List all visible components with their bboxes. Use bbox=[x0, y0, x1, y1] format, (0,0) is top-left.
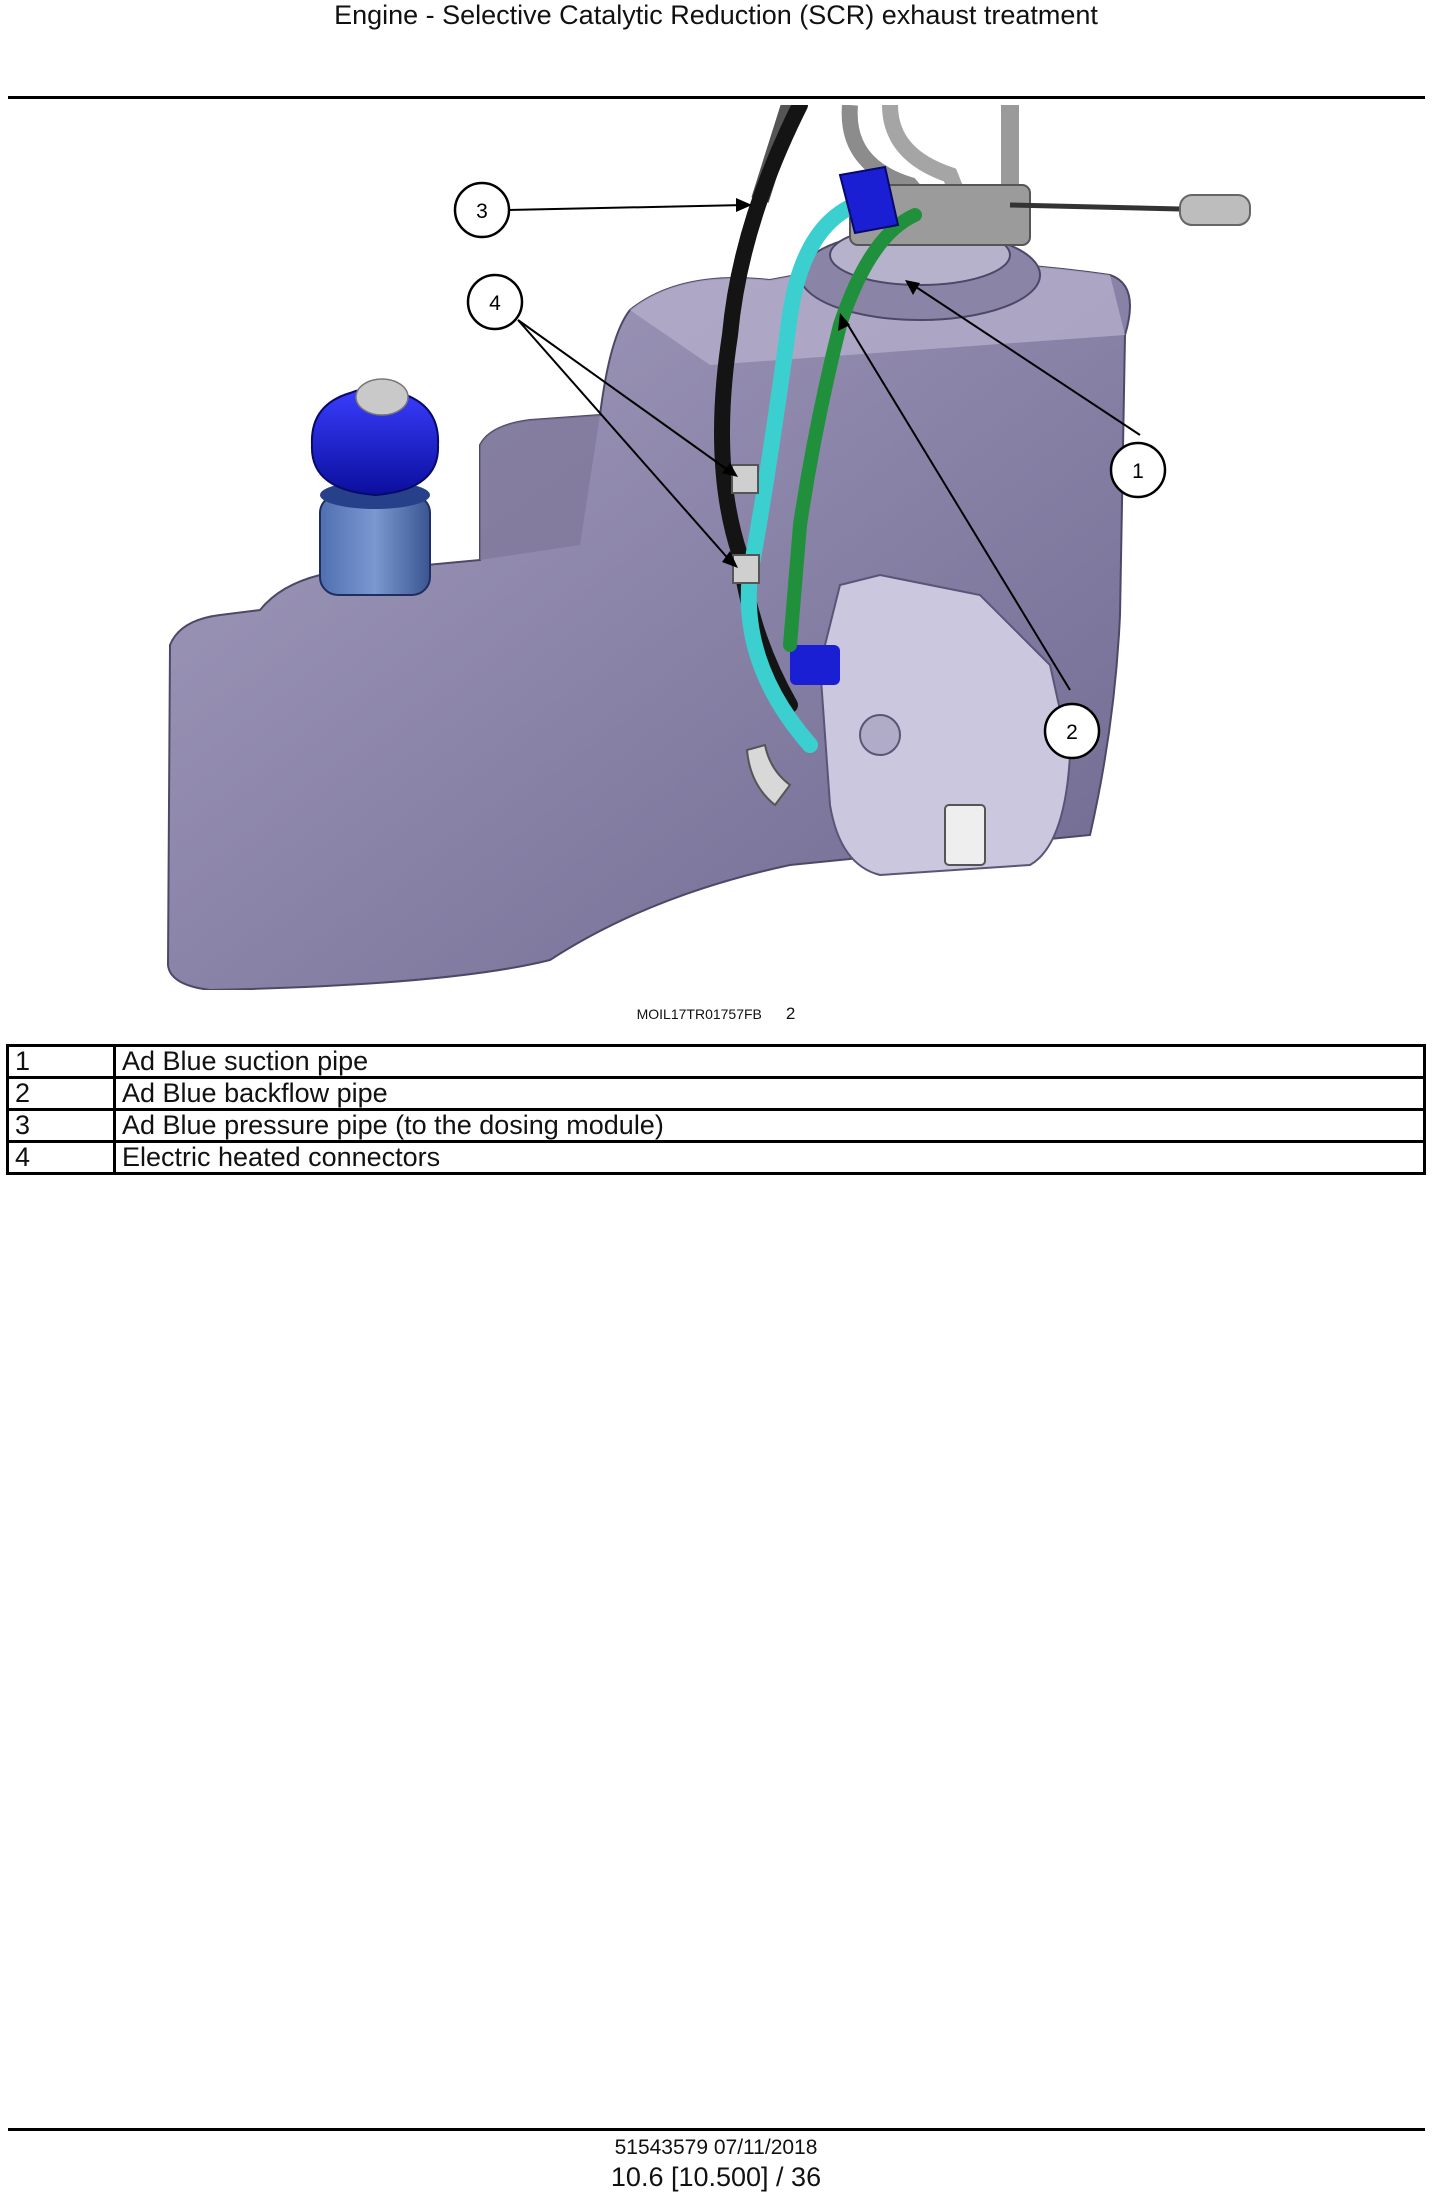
heated-connector-upper bbox=[731, 464, 759, 494]
footer-page-number: 10.6 [10.500] / 36 bbox=[610, 2162, 822, 2192]
figure-number: 2 bbox=[785, 1004, 796, 1023]
legend-row: 2 Ad Blue backflow pipe bbox=[6, 1076, 1426, 1111]
legend-num: 4 bbox=[6, 1140, 116, 1175]
svg-text:1: 1 bbox=[1132, 460, 1144, 483]
filler-neck bbox=[319, 494, 431, 596]
legend-text: Ad Blue suction pipe bbox=[113, 1044, 1426, 1079]
header-rule bbox=[8, 96, 1425, 99]
footer-doc-id: 51543579 07/11/2018 bbox=[614, 2136, 818, 2159]
svg-text:3: 3 bbox=[476, 200, 488, 223]
legend-text: Ad Blue pressure pipe (to the dosing mod… bbox=[113, 1108, 1426, 1143]
legend-num: 1 bbox=[6, 1044, 116, 1079]
svg-text:4: 4 bbox=[489, 292, 501, 315]
green-suction-pipe bbox=[783, 208, 922, 652]
figure-id: MOIL17TR01757FB bbox=[636, 1006, 762, 1022]
callout-2: 2 bbox=[1043, 702, 1101, 760]
legend-text: Electric heated connectors bbox=[113, 1140, 1426, 1175]
sensor-rod-end bbox=[1179, 194, 1251, 226]
legend-row: 1 Ad Blue suction pipe bbox=[6, 1044, 1426, 1079]
figure-caption: MOIL17TR01757FB 2 bbox=[0, 1004, 1432, 1024]
legend-row: 3 Ad Blue pressure pipe (to the dosing m… bbox=[6, 1108, 1426, 1143]
heated-connector-lower bbox=[732, 554, 760, 584]
footer-rule bbox=[8, 2128, 1425, 2131]
callout-1: 1 bbox=[1109, 441, 1167, 499]
legend-table: 1 Ad Blue suction pipe 2 Ad Blue backflo… bbox=[6, 1044, 1426, 1175]
page-header-title: Engine - Selective Catalytic Reduction (… bbox=[334, 0, 1098, 30]
svg-text:2: 2 bbox=[1066, 721, 1078, 744]
legend-row: 4 Electric heated connectors bbox=[6, 1140, 1426, 1175]
scr-tank-illustration: 3 4 1 2 bbox=[166, 105, 1251, 990]
cyan-backflow-pipe bbox=[740, 192, 878, 753]
callout-3: 3 bbox=[453, 181, 511, 239]
filler-cap bbox=[310, 387, 440, 497]
callout-4: 4 bbox=[466, 273, 524, 331]
legend-num: 3 bbox=[6, 1108, 116, 1143]
legend-text: Ad Blue backflow pipe bbox=[113, 1076, 1426, 1111]
dosing-pump-module bbox=[818, 573, 1072, 877]
legend-num: 2 bbox=[6, 1076, 116, 1111]
